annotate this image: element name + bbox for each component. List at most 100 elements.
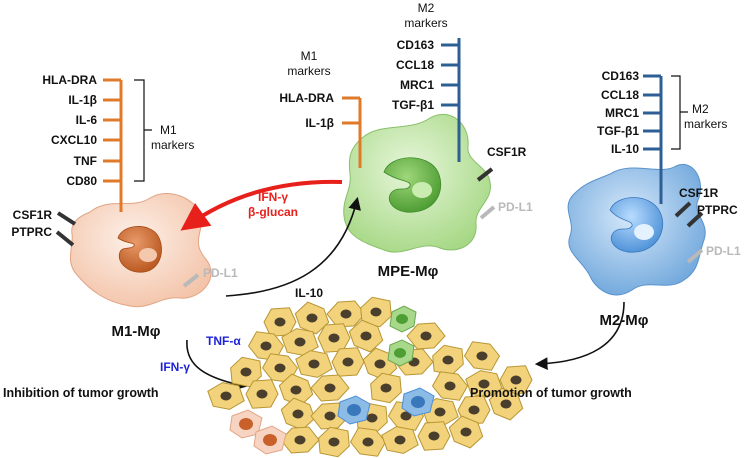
tumor-cell-nucleus	[420, 331, 432, 341]
mpe-to-m1-cytokine: β-glucan	[248, 205, 298, 219]
tumor-cell-nucleus	[362, 437, 374, 447]
m2-csf1r-label: CSF1R	[679, 186, 719, 200]
mpe-m1-marker-label: HLA-DRA	[279, 91, 334, 105]
mpe-macrophage: HLA-DRA IL-1β M1 markers CD163 CCL18 MRC…	[279, 1, 533, 280]
tumor-cell-nucleus	[444, 381, 456, 391]
m1-ptprc-label: PTPRC	[11, 225, 52, 239]
m1-marker-label: CXCL10	[51, 133, 97, 147]
m2-to-tumor-arrow	[534, 301, 625, 370]
m1-markers-title: M1	[160, 123, 177, 137]
tumor-cell-nucleus	[374, 359, 386, 369]
m1-macrophage: HLA-DRA IL-1β IL-6 CXCL10 TNF CD80 M1 ma…	[11, 73, 238, 340]
tumor-cell-nucleus	[308, 359, 320, 369]
m2-ptprc-label: PTPRC	[697, 203, 738, 217]
tumor-cell-nucleus	[394, 435, 406, 445]
inhibition-caption: Inhibition of tumor growth	[3, 386, 159, 400]
tumor-cell-nucleus	[428, 431, 440, 441]
m1-marker-label: TNF	[74, 154, 97, 168]
m1-nucleolus	[139, 248, 157, 262]
mpe-to-m1-cytokine: IFN-γ	[258, 190, 288, 204]
tumor-cell-nucleus	[290, 385, 302, 395]
tumor-cell-nucleus	[220, 391, 232, 401]
mpe-pd-l1-label: PD-L1	[498, 200, 533, 214]
m1-marker-receptor	[103, 78, 123, 212]
tumor-cell-nucleus	[510, 375, 522, 385]
tumor-cell-nucleus	[340, 309, 352, 319]
m2-ptprc-receptor	[686, 211, 704, 228]
tumor-cell-nucleus	[476, 351, 488, 361]
mpe-m2-markers-title: markers	[404, 16, 447, 30]
tumor-cell-nucleus	[274, 317, 286, 327]
tumor-cell-nucleus	[366, 413, 378, 423]
mpe-m1-marker-receptor	[342, 96, 362, 168]
tumor-cell-nucleus	[328, 437, 340, 447]
tumor-cell-nucleus	[442, 355, 454, 365]
mpe-m2-marker-label: TGF-β1	[392, 98, 434, 112]
m2-markers-title: M2	[692, 102, 709, 116]
m1-markers-bracket	[134, 79, 152, 182]
tumor-cell-nucleus	[240, 367, 252, 377]
tumor-cell-nucleus	[468, 405, 480, 415]
tumor-cell-nucleus	[292, 409, 304, 419]
m1-cell-name: M1-Mφ	[111, 323, 160, 340]
m2-nucleolus	[634, 224, 654, 240]
ifn-gamma-label: IFN-γ	[160, 360, 190, 374]
mpe-m2-markers-title: M2	[418, 1, 435, 15]
mpe-nucleolus	[412, 182, 432, 198]
tumor-cell-nucleus	[500, 399, 512, 409]
m2-marker-label: MRC1	[605, 106, 639, 120]
tumor-cell-nucleus	[294, 337, 306, 347]
tumor-cell-nucleus	[460, 427, 472, 437]
m2-pd-l1-receptor	[686, 248, 704, 264]
tumor-cell-nucleus	[342, 357, 354, 367]
mpe-to-m1-arrow	[180, 179, 343, 231]
mpe-pd-l1-receptor	[479, 205, 496, 220]
m1-marker-label: CD80	[66, 174, 97, 188]
m1-pd-l1-label: PD-L1	[203, 266, 238, 280]
tumor-cell-nucleus	[274, 363, 286, 373]
tumor-mass	[207, 296, 533, 458]
tumor-cell-nucleus	[478, 379, 490, 389]
mpe-nucleus	[383, 157, 442, 213]
m1-marker-label: IL-1β	[68, 93, 97, 107]
m2-cell-name: M2-Mφ	[599, 312, 648, 329]
m2-marker-label: CD163	[602, 69, 640, 83]
m1-csf1r-label: CSF1R	[13, 208, 53, 222]
mpe-m2-marker-label: MRC1	[400, 78, 434, 92]
tumor-cell-nucleus	[360, 331, 372, 341]
tumor-cell-nucleus	[306, 313, 318, 323]
tumor-cell-nucleus	[324, 411, 336, 421]
m1-markers-title: markers	[151, 138, 194, 152]
mpe-m2-marker-label: CCL18	[396, 58, 434, 72]
m1-marker-label: HLA-DRA	[42, 73, 97, 87]
tumor-cell-nucleus	[256, 389, 268, 399]
m1-marker-label: IL-6	[76, 113, 98, 127]
tnf-alpha-label: TNF-α	[206, 334, 241, 348]
m2-marker-receptor	[643, 74, 663, 204]
mpe-csf1r-label: CSF1R	[487, 145, 527, 159]
m1-csf1r-receptor	[56, 211, 77, 226]
m2-pd-l1-label: PD-L1	[706, 244, 741, 258]
mpe-cell-name: MPE-Mφ	[378, 263, 439, 280]
tumor-macrophages	[229, 305, 435, 455]
m2-macrophage: CD163 CCL18 MRC1 TGF-β1 IL-10 M2 markers…	[567, 69, 741, 329]
mpe-m1-marker-label: IL-1β	[305, 116, 334, 130]
tumor-cell-nucleus	[400, 411, 412, 421]
tumor-cell-nucleus	[294, 435, 306, 445]
mpe-csf1r-receptor	[476, 167, 494, 182]
tumor-cell-nucleus	[370, 307, 382, 317]
m1-to-mpe-arrow	[225, 196, 361, 297]
promotion-caption: Promotion of tumor growth	[470, 386, 632, 400]
tumor-cells	[207, 296, 533, 458]
m2-marker-label: CCL18	[601, 88, 639, 102]
m2-marker-label: TGF-β1	[597, 124, 639, 138]
mpe-m1-markers-title: M1	[301, 49, 318, 63]
tumor-cell-nucleus	[260, 341, 272, 351]
m2-markers-title: markers	[684, 117, 727, 131]
mpe-m2-marker-label: CD163	[397, 38, 435, 52]
tumor-cell-nucleus	[324, 383, 336, 393]
m2-markers-bracket	[671, 75, 688, 150]
m1-ptprc-receptor	[55, 230, 75, 247]
m2-marker-label: IL-10	[611, 142, 639, 156]
tumor-cell-nucleus	[434, 407, 446, 417]
